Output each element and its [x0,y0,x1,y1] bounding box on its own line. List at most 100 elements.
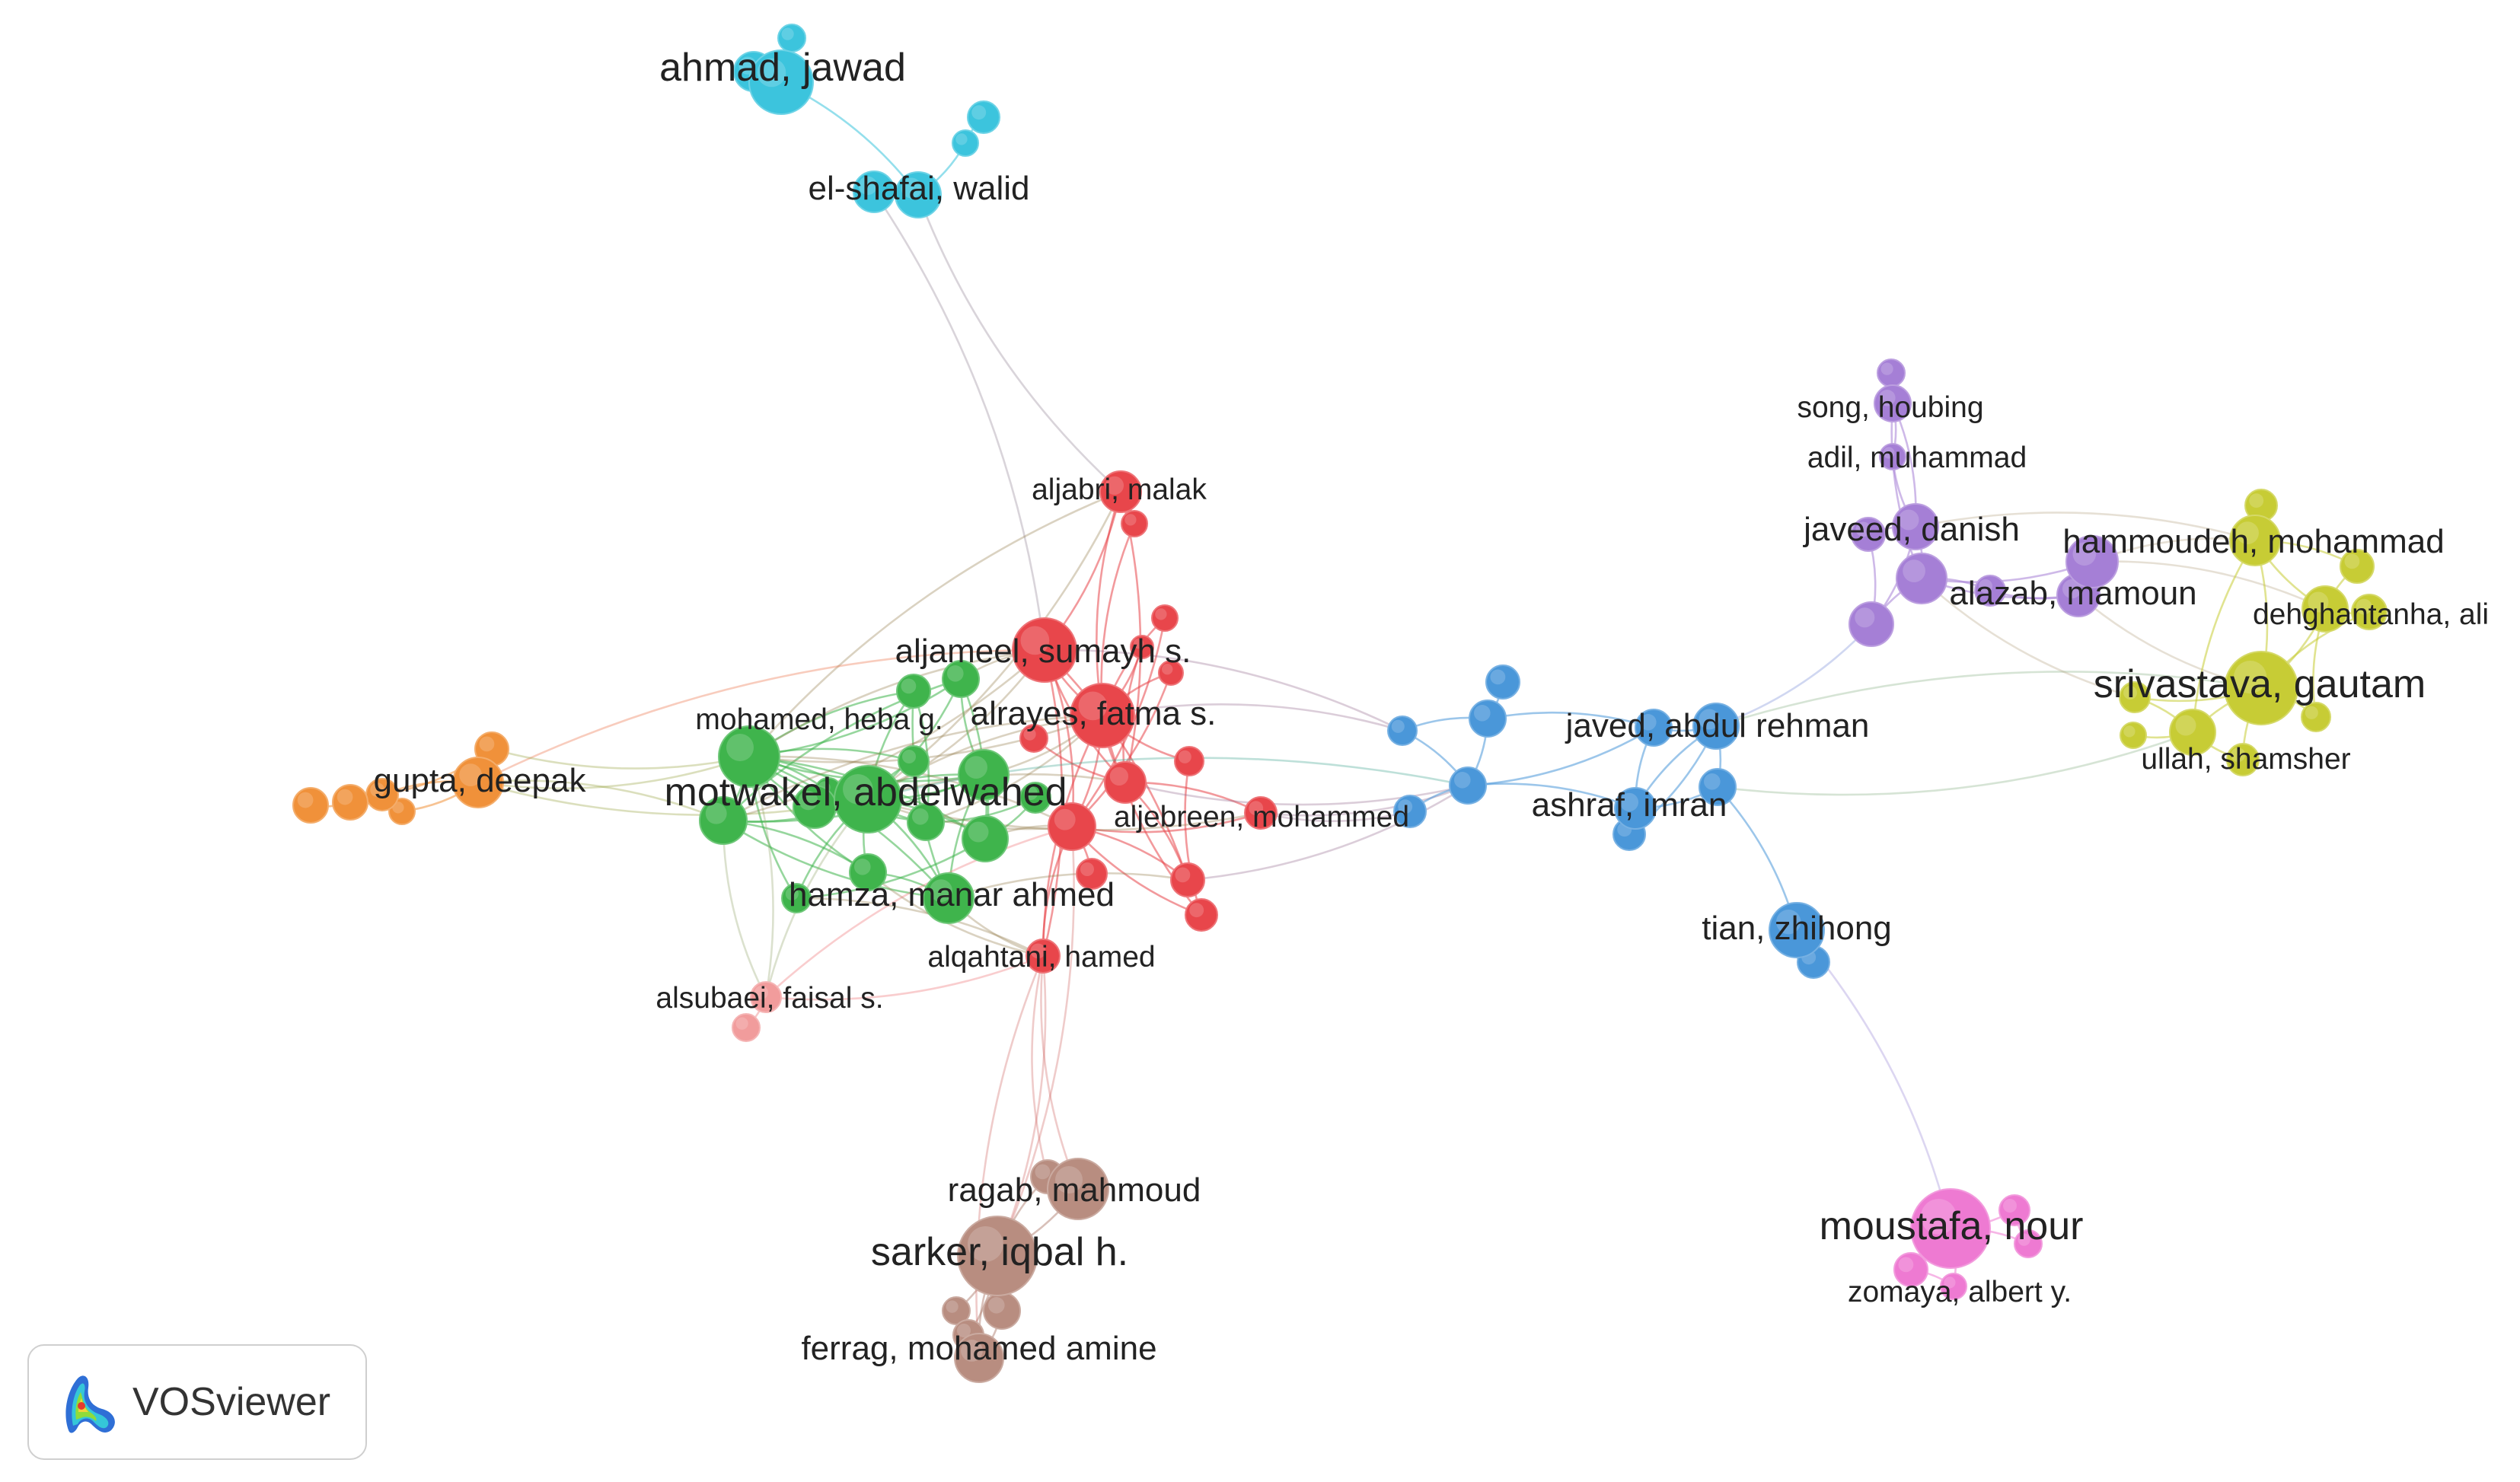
node-moustafa[interactable] [1910,1188,1991,1269]
node-bl1[interactable] [1485,665,1520,700]
label-hammoudeh-mohammad[interactable]: hammoudeh, mohammad [2062,523,2444,560]
node-rd10[interactable] [1048,802,1096,851]
label-aljabri-malak[interactable]: aljabri, malak [1032,473,1207,506]
node-srivastava[interactable] [2224,651,2298,725]
node-motwakel[interactable] [834,765,902,833]
node-or5[interactable] [292,787,329,824]
node-pk2[interactable] [1998,1194,2030,1226]
node-gr13[interactable] [781,883,812,913]
label-el-shafai-walid[interactable]: el-shafai, walid [808,170,1029,207]
label-ahmad-jawad[interactable]: ahmad, jawad [659,46,906,90]
node-pk5[interactable] [1940,1273,1967,1300]
label-alrayes-fatma[interactable]: alrayes, fatma s. [971,695,1217,732]
label-aljameel-sumayh[interactable]: aljameel, sumayh s. [895,633,1191,670]
label-alsubaei-faisal[interactable]: alsubaei, faisal s. [656,982,883,1015]
node-gr15[interactable] [1019,782,1051,814]
node-bl6[interactable] [1635,709,1673,747]
node-pu5[interactable] [1851,517,1886,552]
node-bl2[interactable] [1469,700,1507,738]
node-song[interactable] [1874,384,1912,422]
node-rd5[interactable] [1151,604,1179,632]
node-gr4[interactable] [958,749,1010,801]
label-mohamed-heba[interactable]: mohamed, heba g. [695,703,943,736]
label-ullah-shamsher[interactable]: ullah, shamsher [2141,743,2350,776]
label-gupta-deepak[interactable]: gupta, deepak [374,762,587,799]
node-pu6[interactable] [1896,553,1947,604]
node-rd13[interactable] [1185,898,1218,932]
label-srivastava-gautam[interactable]: srivastava, gautam [2094,662,2426,706]
node-aljameel[interactable] [1012,617,1077,683]
node-javeed[interactable] [1892,503,1939,550]
node-gr8[interactable] [699,796,748,845]
node-aljebreen[interactable] [1244,796,1278,830]
label-motwakel-abdelwahed[interactable]: motwakel, abdelwahed [665,770,1067,814]
node-ye5[interactable] [2351,594,2388,630]
label-ashraf-imran[interactable]: ashraf, imran [1532,786,1727,824]
node-gupta[interactable] [452,757,504,808]
label-ferrag-mohamed[interactable]: ferrag, mohamed amine [801,1330,1156,1367]
node-cy4[interactable] [952,129,979,157]
node-alrayes[interactable] [1070,683,1135,748]
node-dehgh[interactable] [2301,585,2349,633]
node-ashraf[interactable] [1614,787,1657,830]
node-pu8[interactable] [1974,575,2006,607]
node-hamza[interactable] [923,872,975,924]
node-pk4[interactable] [1893,1252,1928,1287]
node-rd8[interactable] [1174,746,1204,776]
label-song-houbing[interactable]: song, houbing [1797,391,1983,424]
node-gr3[interactable] [896,674,931,709]
node-gr5[interactable] [898,745,930,777]
node-ferrag[interactable] [954,1333,1004,1383]
node-ahmad[interactable] [748,49,814,115]
node-ye3[interactable] [2340,549,2375,584]
label-ragab-mahmoud[interactable]: ragab, mahmoud [948,1171,1201,1209]
node-ye9[interactable] [2301,702,2331,732]
node-hammoudeh[interactable] [2229,515,2281,566]
node-gr9[interactable] [907,803,945,841]
label-zomaya-albert[interactable]: zomaya, albert y. [1848,1276,2072,1308]
node-or4[interactable] [332,784,368,821]
label-aljebreen-mohammed[interactable]: aljebreen, mohammed [1114,801,1409,833]
node-tian[interactable] [1769,902,1825,958]
label-tian-zhihong[interactable]: tian, zhihong [1702,910,1892,947]
node-alsubaei[interactable] [750,981,782,1013]
node-rd9[interactable] [1104,761,1147,804]
node-rd14[interactable] [1076,858,1108,890]
node-pu9[interactable] [2065,535,2119,588]
node-aljabri[interactable] [1099,470,1142,513]
node-br5[interactable] [942,1296,971,1325]
label-adil-muhammad[interactable]: adil, muhammad [1807,441,2027,474]
node-bl4[interactable] [1449,766,1487,805]
node-ye10[interactable] [2120,722,2147,749]
node-gr2[interactable] [942,660,980,698]
label-alazab-mamoun[interactable]: alazab, mamoun [1949,575,2196,612]
label-sarker-iqbal[interactable]: sarker, iqbal h. [871,1230,1128,1274]
node-rd2[interactable] [1121,510,1148,537]
node-or6[interactable] [388,798,416,825]
node-ullah[interactable] [2226,743,2260,776]
node-cy3[interactable] [967,100,1000,134]
node-elshafai[interactable] [895,171,942,218]
node-alqahtani[interactable] [1026,939,1061,974]
node-gr11[interactable] [849,853,887,891]
node-bl3[interactable] [1387,716,1418,746]
node-gr1[interactable] [718,725,780,788]
label-javed-abdul[interactable]: javed, abdul rehman [1565,707,1870,744]
label-alqahtani-hamed[interactable]: alqahtani, hamed [927,941,1155,974]
node-ye8[interactable] [2169,709,2216,756]
node-rd7[interactable] [1158,660,1184,686]
node-gr10[interactable] [962,815,1009,862]
label-dehghantanha-ali[interactable]: dehghantanha, ali [2253,598,2489,631]
node-rd16[interactable] [1019,724,1048,753]
node-pu10[interactable] [1849,601,1894,647]
node-rd12[interactable] [1170,862,1205,897]
node-adil[interactable] [1879,443,1906,470]
node-ye7[interactable] [2119,681,2151,713]
label-javeed-danish[interactable]: javeed, danish [1802,511,2020,548]
node-javed[interactable] [1692,703,1740,750]
node-cy6[interactable] [853,171,895,213]
node-bl5[interactable] [1393,795,1427,828]
node-lr2[interactable] [732,1013,761,1042]
